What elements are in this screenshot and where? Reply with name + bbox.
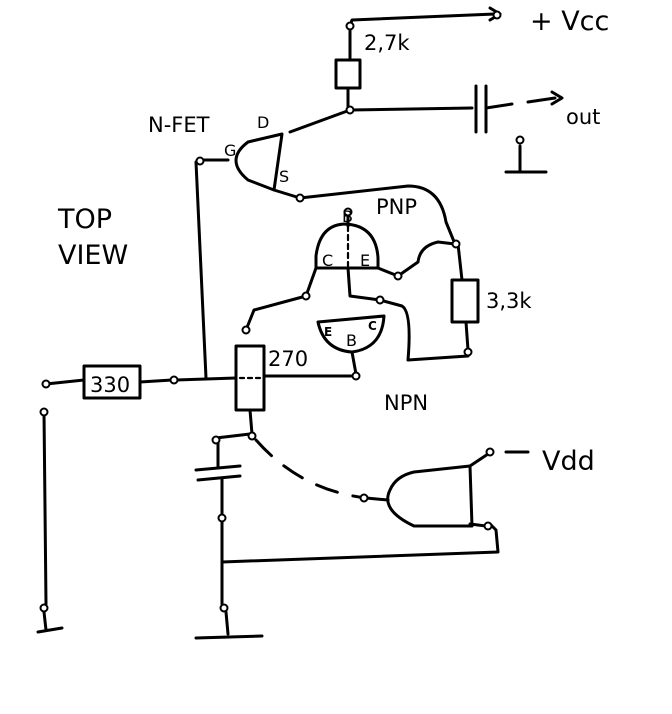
pnp-label: PNP — [376, 195, 417, 219]
left-ground — [36, 410, 64, 634]
resistor-2-7k — [334, 58, 362, 110]
logic-gate — [254, 438, 530, 528]
npn-pin-b: B — [346, 331, 357, 350]
resistor-330-label: 330 — [90, 373, 130, 397]
npn-transistor — [244, 294, 386, 376]
ground-capacitor — [194, 432, 500, 640]
connection-dots — [39, 10, 525, 613]
nfet-pin-d: D — [257, 113, 269, 132]
nfet-pin-s: S — [279, 167, 289, 186]
resistor-3-3k — [450, 242, 480, 352]
nfet-transistor — [198, 132, 457, 246]
npn-label: NPN — [384, 391, 428, 415]
nfet-label: N-FET — [148, 113, 210, 137]
resistor-2-7k-label: 2,7k — [364, 31, 410, 55]
input-line — [44, 160, 238, 400]
output-line — [288, 84, 564, 174]
top-view-label-line2: VIEW — [58, 240, 128, 271]
vcc-label: + Vcc — [530, 6, 609, 37]
pnp-pin-b: B — [342, 207, 353, 226]
pnp-pin-c: C — [322, 251, 333, 270]
vdd-label: Vdd — [542, 446, 595, 477]
npn-pin-e: E — [324, 325, 332, 339]
pnp-pin-e: E — [360, 251, 370, 270]
npn-pin-c: C — [368, 319, 377, 333]
resistor-3-3k-label: 3,3k — [486, 289, 532, 313]
top-view-label-line1: TOP — [57, 204, 112, 235]
pnp-transistor — [304, 210, 470, 362]
out-label: out — [566, 105, 600, 129]
resistor-270-label: 270 — [268, 347, 308, 371]
nfet-pin-g: G — [224, 141, 236, 160]
